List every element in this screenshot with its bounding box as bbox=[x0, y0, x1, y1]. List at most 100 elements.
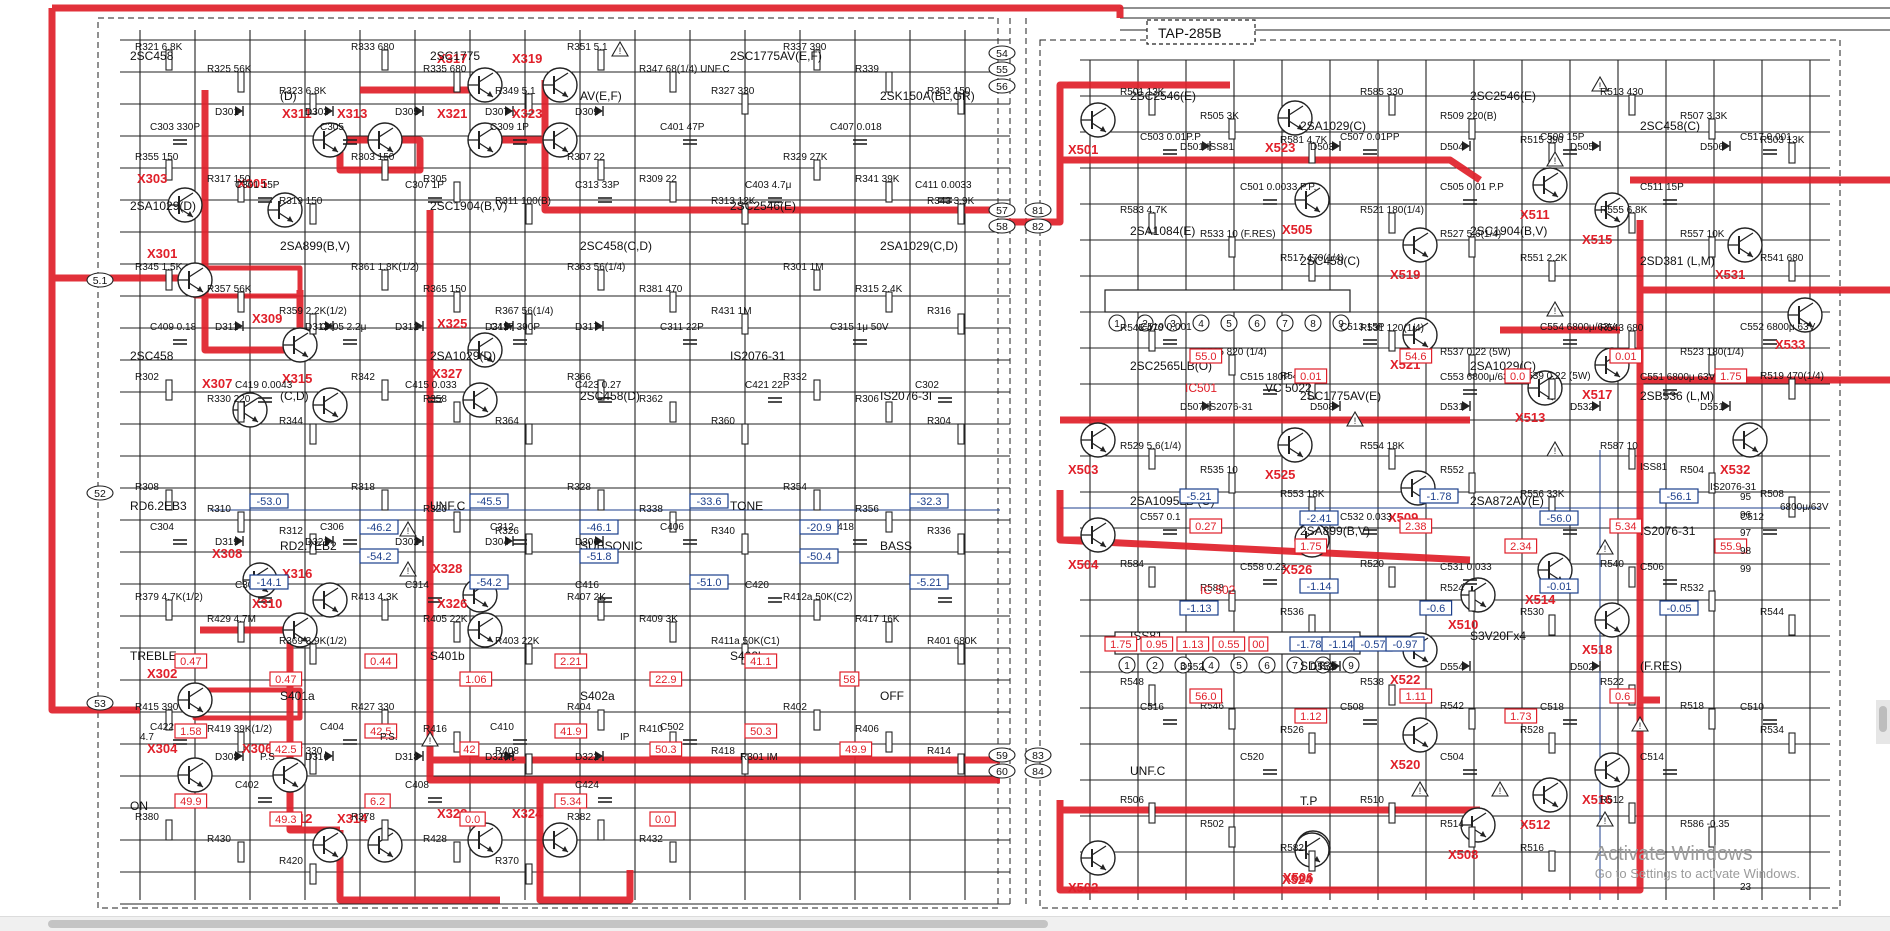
resistor-label: R516 bbox=[1520, 843, 1544, 854]
capacitor-label: C304 bbox=[150, 522, 174, 533]
capacitor bbox=[1263, 199, 1277, 205]
voltage-red-text: 1.06 bbox=[465, 674, 486, 686]
capacitor bbox=[768, 597, 782, 603]
resistor-label: R310 bbox=[207, 504, 231, 515]
resistor bbox=[1388, 212, 1396, 234]
voltage-red-text: 42 bbox=[463, 744, 475, 756]
transistor-label-X311: X311 bbox=[282, 106, 312, 121]
horizontal-scroll-thumb[interactable] bbox=[48, 920, 1048, 928]
resistor bbox=[669, 621, 677, 643]
resistor-label: R321 6.8K bbox=[135, 42, 183, 53]
resistor bbox=[741, 203, 749, 225]
voltage-red-text: 0.47 bbox=[275, 674, 296, 686]
transistor-X319 bbox=[542, 67, 578, 103]
voltage-red-text: 49.3 bbox=[275, 814, 296, 826]
resistor bbox=[597, 709, 605, 731]
transistor-label-X313: X313 bbox=[337, 106, 367, 121]
resistor bbox=[381, 599, 389, 621]
connector-58 bbox=[988, 218, 1016, 234]
transistor-label-X525: X525 bbox=[1265, 467, 1295, 482]
voltage-red-text: 0.6 bbox=[1615, 691, 1630, 703]
diode bbox=[1462, 401, 1471, 411]
transistor-label-X305: X305 bbox=[237, 176, 267, 191]
voltage-blue-text: -2.41 bbox=[1306, 513, 1331, 525]
part-number: (D) bbox=[280, 89, 297, 103]
misc-label: R301 IM bbox=[740, 752, 778, 763]
capacitor bbox=[598, 197, 612, 203]
resistor bbox=[381, 489, 389, 511]
resistor-label: R539 0.22 (5W) bbox=[1520, 371, 1591, 382]
capacitor-label: C502 bbox=[660, 722, 684, 733]
diode-label: D505 bbox=[1570, 142, 1594, 153]
diode bbox=[1722, 141, 1731, 151]
diode-label: D531 bbox=[1440, 402, 1464, 413]
connector-56-label: 56 bbox=[996, 81, 1008, 93]
resistor-label: R586 -0.35 bbox=[1680, 819, 1730, 830]
part-number: AV(E,F) bbox=[580, 89, 622, 103]
resistor bbox=[309, 203, 317, 225]
capacitor-label: C519 0.001 bbox=[1140, 322, 1192, 333]
svg-text:1: 1 bbox=[1124, 661, 1130, 672]
capacitor bbox=[1563, 719, 1577, 725]
resistor-label: R307 22 bbox=[567, 152, 605, 163]
capacitor-label: C303 330P bbox=[150, 122, 200, 133]
capacitor-label: C516 bbox=[1140, 702, 1164, 713]
resistor bbox=[1628, 330, 1636, 352]
resistor-label: R420 bbox=[279, 856, 303, 867]
transistor-X519 bbox=[1402, 227, 1438, 263]
resistor-label: R378 bbox=[351, 812, 375, 823]
voltage-red bbox=[649, 671, 683, 687]
resistor-label: R531 120(1/4) bbox=[1360, 323, 1424, 334]
vertical-scroll-thumb[interactable] bbox=[1879, 706, 1887, 732]
part-number: (C,D) bbox=[280, 389, 309, 403]
part-number: 2SK150A(BL,GR) bbox=[880, 89, 975, 103]
resistor-label: R503 13K bbox=[1760, 135, 1805, 146]
resistor-label: R505 3K bbox=[1200, 111, 1239, 122]
capacitor bbox=[258, 197, 272, 203]
voltage-blue-text: -1.14 bbox=[1306, 581, 1331, 593]
transistor-label-X501: X501 bbox=[1068, 142, 1098, 157]
voltage-red-text: 42.5 bbox=[370, 726, 391, 738]
diode-label: D313 bbox=[305, 322, 329, 333]
part-number: S401a bbox=[280, 689, 315, 703]
diode-label: D321 bbox=[305, 537, 329, 548]
resistor bbox=[1308, 142, 1316, 164]
voltage-blue bbox=[249, 493, 289, 509]
resistor-label: R509 220(B) bbox=[1440, 111, 1497, 122]
connector-pin: 98 bbox=[1740, 546, 1752, 557]
capacitor-label: C515 180P bbox=[1240, 372, 1290, 383]
resistor-label: R316 bbox=[927, 306, 951, 317]
connector-pin: 23 bbox=[1740, 882, 1752, 893]
connector-59-label: 59 bbox=[996, 750, 1008, 762]
capacitor bbox=[1163, 719, 1177, 725]
diode bbox=[235, 536, 244, 546]
resistor bbox=[165, 379, 173, 401]
transistor-label-X512: X512 bbox=[1520, 817, 1550, 832]
resistor-label: R515 390 bbox=[1520, 135, 1564, 146]
horizontal-scrollbar[interactable] bbox=[0, 916, 1890, 931]
diode-label: D309 bbox=[575, 107, 599, 118]
resistor-label: R530 bbox=[1520, 607, 1544, 618]
capacitor-label: C510 bbox=[1740, 702, 1764, 713]
ic502-pin-red-text: 1.13 bbox=[1182, 639, 1203, 651]
resistor-label: R379 4.7K(1/2) bbox=[135, 592, 203, 603]
watermark-line1: Activate Windows bbox=[1594, 843, 1753, 865]
resistor-label: R343 3.9K bbox=[927, 196, 975, 207]
vertical-scrollbar[interactable] bbox=[1876, 700, 1890, 744]
transistor-label-X519: X519 bbox=[1390, 267, 1420, 282]
misc-label: P.P. bbox=[500, 752, 516, 763]
ic502-pin-blue-text: -1.14 bbox=[1328, 639, 1353, 651]
diode bbox=[1332, 661, 1341, 671]
voltage-red-text: 1.75 bbox=[1720, 371, 1741, 383]
resistor-label: R304 bbox=[927, 416, 951, 427]
voltage-blue-text: -1.78 bbox=[1426, 491, 1451, 503]
voltage-red-text: 0.27 bbox=[1195, 521, 1216, 533]
voltage-red-text: 1.58 bbox=[180, 726, 201, 738]
transistor-label-X324: X324 bbox=[512, 806, 543, 821]
misc-label: IP bbox=[620, 732, 630, 743]
capacitor-label: C514 bbox=[1640, 752, 1664, 763]
transistor-label-X531: X531 bbox=[1715, 267, 1745, 282]
resistor-label: R354 bbox=[783, 482, 807, 493]
resistor bbox=[1468, 826, 1476, 848]
